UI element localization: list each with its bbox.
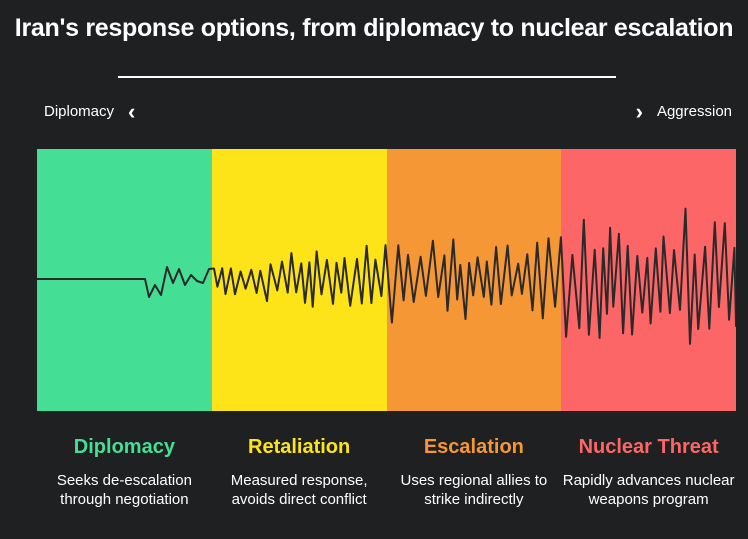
wave-line	[37, 207, 736, 345]
band-description-retaliation: Measured response, avoids direct conflic…	[230, 472, 368, 508]
band-title-nuclear-threat: Nuclear Threat	[578, 436, 719, 458]
seismic-wave	[37, 207, 736, 345]
band-escalation	[386, 149, 562, 411]
scale-left: Diplomacy ‹	[44, 99, 136, 124]
band-title-diplomacy: Diplomacy	[73, 436, 175, 458]
band-description-diplomacy: Seeks de-escalation through negotiation	[56, 472, 192, 508]
band-description-nuclear-threat: Rapidly advances nuclear weapons program	[562, 472, 735, 508]
band-description-escalation: Uses regional allies to strike indirectl…	[400, 472, 548, 508]
column-retaliation: Retaliation Measured response, avoids di…	[212, 436, 387, 509]
band-title-escalation: Escalation	[423, 436, 524, 458]
column-nuclear-threat: Nuclear Threat Rapidly advances nuclear …	[561, 436, 736, 509]
band-title-retaliation: Retaliation	[248, 436, 351, 458]
band-labels: Diplomacy Seeks de-escalation through ne…	[37, 436, 736, 509]
chevron-left-icon: ‹	[128, 99, 136, 124]
scale-right: › Aggression	[635, 99, 732, 124]
column-diplomacy: Diplomacy Seeks de-escalation through ne…	[37, 436, 212, 509]
page-title: Iran's response options, from diplomacy …	[14, 14, 734, 42]
scale-left-label: Diplomacy	[44, 103, 115, 120]
column-escalation: Escalation Uses regional allies to strik…	[387, 436, 562, 509]
scale-right-label: Aggression	[656, 103, 732, 120]
chevron-right-icon: ›	[635, 99, 643, 124]
title-divider	[118, 76, 616, 78]
